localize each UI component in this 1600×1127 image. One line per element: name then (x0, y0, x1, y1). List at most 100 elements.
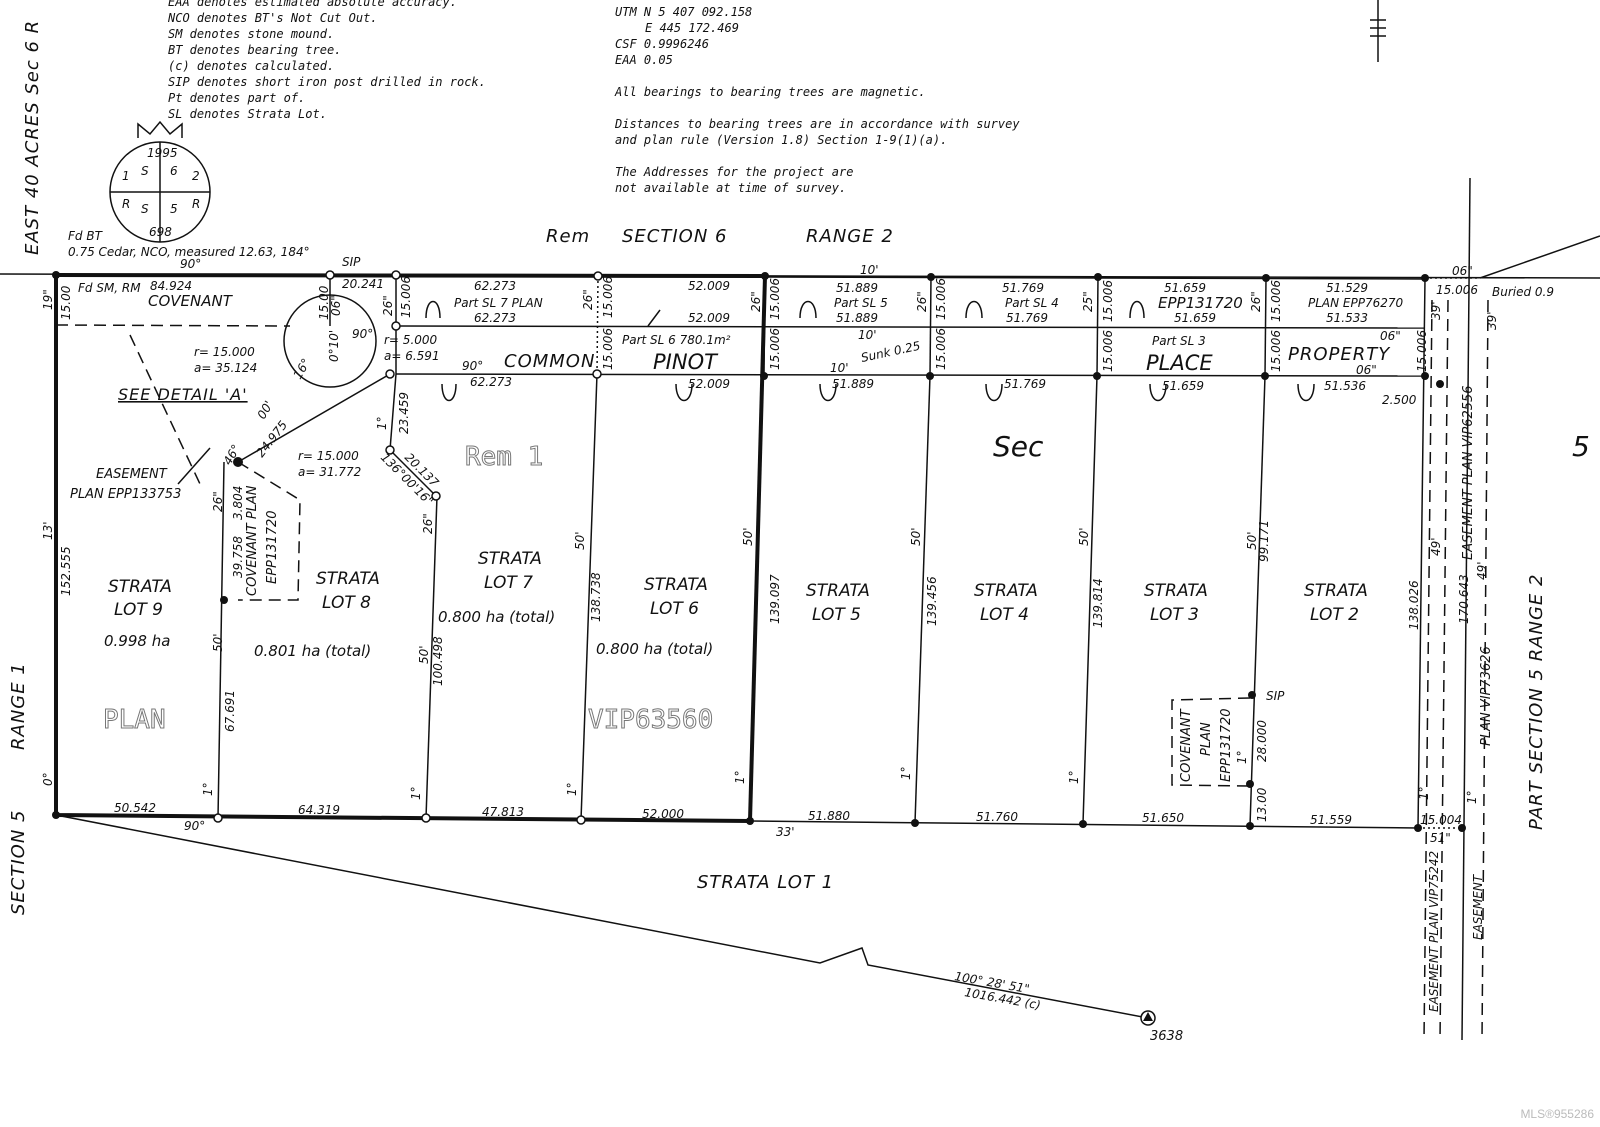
dimension-label: 64.319 (298, 803, 340, 817)
dimension-label: 28.000 (1255, 720, 1269, 762)
easement-leader (177, 447, 211, 485)
utm-north: UTM N 5 407 092.158 (615, 5, 752, 19)
legend-line: SL denotes Strata Lot. (168, 107, 327, 121)
dimension-label: 100.498 (431, 636, 445, 686)
angle-label: 90° (184, 819, 205, 833)
angle-label: 1° (1067, 770, 1081, 784)
angle-label: 49' (1429, 537, 1443, 556)
dimension-label: r= 15.000 (298, 449, 359, 463)
buried-label: Buried 0.9 (1492, 285, 1554, 299)
plan-vip73626-label: PLAN VIP73626 (1479, 646, 1494, 746)
angle-label: 50' (211, 633, 225, 652)
dimension-label: 15.006 (399, 276, 413, 318)
angle-label: 13' (41, 521, 55, 540)
legend-line: NCO denotes BT's Not Cut Out. (167, 11, 378, 25)
dimension-label: 62.273 (474, 311, 516, 325)
legend-line: EAA denotes estimated absolute accuracy. (168, 0, 457, 9)
covenant-epp-label: EPP131720 (1219, 708, 1234, 782)
dimension-label: 51.880 (808, 809, 850, 823)
dimension-label: 139.097 (768, 574, 782, 624)
angle-label: 1° (1235, 750, 1249, 764)
part-sl6-label: Part SL 6 780.1m² (622, 333, 731, 347)
road-label-place: PLACE (1146, 351, 1213, 375)
fd-bt-label: Fd BT (68, 229, 104, 243)
monument-label: R (122, 197, 130, 211)
dimension-label: 51.659 (1162, 379, 1204, 393)
dimension-label: 2.500 (1382, 393, 1417, 407)
dimension-label: a= 35.124 (194, 361, 257, 375)
angle-label: 50' (1077, 527, 1091, 546)
dimension-label: 62.273 (474, 279, 516, 293)
strata-lot-1-label: STRATA LOT 1 (697, 872, 834, 893)
address-note: not available at time of survey. (615, 181, 846, 195)
lot-2-title: STRATA (1304, 581, 1368, 601)
dimension-label: r= 5.000 (384, 333, 438, 347)
plan-outline-label: PLAN (103, 705, 166, 735)
angle-label: 19" (41, 289, 55, 310)
dimension-label: 51.533 (1326, 311, 1368, 325)
angle-label: 26" (915, 291, 929, 312)
dimension-label: 15.006 (1269, 330, 1283, 372)
monument-label: S (141, 164, 149, 178)
dimension-label: 15.006 (1101, 280, 1115, 322)
dimension-label: 15.006 (1101, 330, 1115, 372)
angle-label: 90° (352, 327, 373, 341)
angle-label: 26" (581, 289, 595, 310)
distance-note: Distances to bearing trees are in accord… (614, 117, 1020, 131)
range-2-label: RANGE 2 (806, 226, 894, 247)
dimension-label: 15.006 (1269, 280, 1283, 322)
lot-8-area: 0.801 ha (total) (254, 642, 371, 660)
legend-line: Pt denotes part of. (168, 91, 305, 105)
monument-label: 5 (170, 202, 178, 216)
covenant-label: COVENANT (148, 292, 234, 310)
dimension-label: 99.171 (1257, 520, 1271, 562)
dimension-label: 52.009 (688, 377, 730, 391)
monument-symbol: 1995 698 S 6 S 5 1 2 R R (109, 120, 211, 243)
section-5-label: SECTION 5 (8, 810, 29, 915)
part-section-5-label: PART SECTION 5 RANGE 2 (1526, 574, 1547, 830)
lot-6-title: STRATA (644, 575, 708, 595)
easement-plan-label: EASEMENT PLAN VIP62556 (1461, 385, 1476, 560)
angle-label: 1° (565, 782, 579, 796)
east-40-acres-label: EAST 40 ACRES Sec 6 R (22, 20, 43, 255)
lot-2-number: LOT 2 (1310, 605, 1359, 625)
dimension-label: 50.542 (114, 801, 156, 815)
dimension-label: 84.924 (150, 279, 192, 293)
mls-watermark: MLS®955286 (1520, 1107, 1594, 1121)
monument-label: R (192, 197, 200, 211)
dimension-label: 62.273 (470, 375, 512, 389)
distance-note: and plan rule (Version 1.8) Section 1-9(… (615, 133, 947, 147)
monument-label: S (141, 202, 149, 216)
dimension-label: 170.643 (1457, 574, 1471, 624)
road-label-property: PROPERTY (1288, 344, 1391, 365)
dimension-label: 51.760 (976, 810, 1018, 824)
covenant-label: COVENANT (1179, 708, 1194, 782)
part-sl3-label: Part SL 3 (1152, 334, 1206, 348)
lot-3-number: LOT 3 (1150, 605, 1199, 625)
dimension-label: 52.009 (688, 279, 730, 293)
dimension-label: 15.006 (601, 328, 615, 370)
fd-sm-label: Fd SM, RM (78, 281, 141, 295)
monument-label: 1 (122, 169, 130, 183)
covenant-epp-label: EPP131720 (265, 510, 280, 584)
lot-4-number: LOT 4 (980, 605, 1029, 625)
rem-label: Rem (546, 226, 590, 247)
lot-9-number: LOT 9 (114, 600, 163, 620)
lot-3-title: STRATA (1144, 581, 1208, 601)
lot-7-number: LOT 7 (484, 573, 533, 593)
angle-label: 26" (381, 295, 395, 316)
dimension-label: 51.536 (1324, 379, 1366, 393)
dimension-label: 51.659 (1164, 281, 1206, 295)
angle-label: 1° (409, 786, 423, 800)
legend-line: BT denotes bearing tree. (168, 43, 341, 57)
angle-label: 1° (201, 782, 215, 796)
rem-1-outline-label: Rem 1 (465, 442, 543, 472)
utm-east: E 445 172.469 (645, 21, 739, 35)
legend: EAA denotes estimated absolute accuracy.… (167, 0, 486, 121)
dimension-label: 139.814 (1091, 578, 1105, 628)
dimensions: 84.924 20.241 62.273 62.273 62.273 52.00… (41, 257, 1499, 845)
monument-number: 698 (149, 225, 172, 239)
survey-notes: UTM N 5 407 092.158 E 445 172.469 CSF 0.… (614, 5, 1020, 195)
dimension-label: 39.758 (231, 536, 245, 578)
lot-6-area: 0.800 ha (total) (596, 640, 713, 658)
